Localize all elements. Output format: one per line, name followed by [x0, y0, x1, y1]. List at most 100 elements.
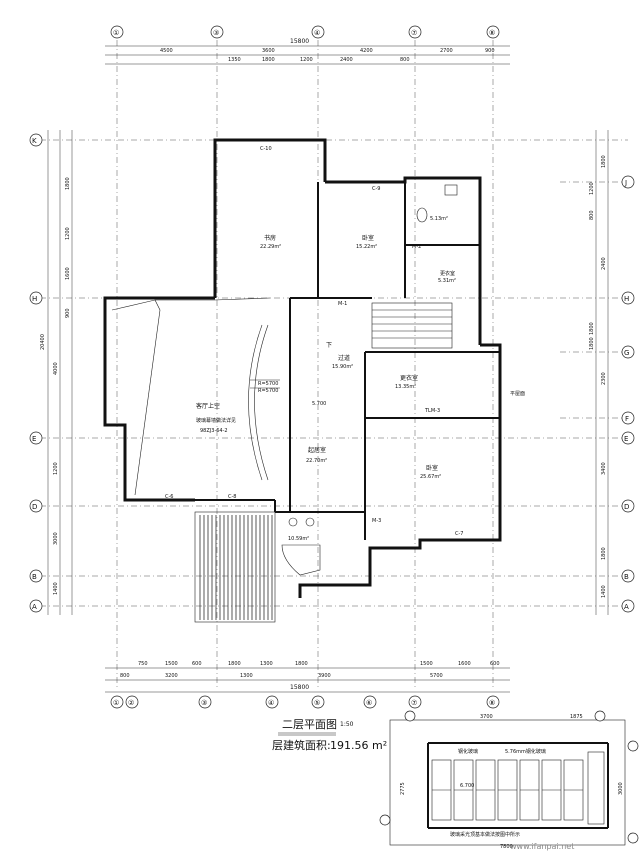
room-bedroom-1: 卧室 [362, 234, 374, 242]
svg-text:1800: 1800 [601, 155, 607, 168]
svg-text:⑥: ⑥ [366, 699, 372, 707]
dim-top2-5: 800 [400, 57, 410, 63]
svg-text:G: G [624, 349, 629, 357]
bathtub [281, 517, 321, 576]
svg-text:1400: 1400 [601, 585, 607, 598]
stair-up [371, 302, 453, 349]
svg-text:⑤: ⑤ [314, 699, 320, 707]
svg-text:5700: 5700 [430, 673, 443, 679]
svg-text:800: 800 [589, 210, 595, 220]
svg-text:1800: 1800 [295, 661, 308, 667]
svg-text:1300: 1300 [260, 661, 273, 667]
svg-text:B: B [32, 573, 37, 581]
svg-text:⑧: ⑧ [489, 29, 495, 37]
svg-text:C-6: C-6 [165, 494, 173, 500]
svg-text:1600: 1600 [65, 267, 71, 280]
svg-text:1300: 1300 [240, 673, 253, 679]
svg-text:钢化玻璃: 钢化玻璃 [458, 748, 478, 755]
room-labels: 书房 22.29m² 卧室 15.22m² 客厅上空 玻璃幕墙做法详见 98ZJ… [196, 216, 456, 542]
room-corridor: 过道 [338, 354, 350, 362]
svg-text:1500: 1500 [165, 661, 178, 667]
scale-text: 1:50 [340, 721, 354, 728]
svg-text:25.67m²: 25.67m² [420, 474, 441, 480]
dim-top2-2: 1800 [262, 57, 275, 63]
svg-text:3400: 3400 [601, 462, 607, 475]
svg-text:3000: 3000 [618, 782, 624, 795]
svg-text:5.700: 5.700 [312, 401, 326, 407]
svg-text:③: ③ [201, 699, 207, 707]
walls [103, 138, 502, 598]
svg-text:1800: 1800 [589, 322, 595, 335]
svg-text:R=5700: R=5700 [258, 388, 278, 394]
svg-text:1500: 1500 [420, 661, 433, 667]
svg-text:98ZJ3-64-2: 98ZJ3-64-2 [200, 428, 228, 434]
svg-text:900: 900 [65, 308, 71, 318]
svg-text:⑧: ⑧ [489, 699, 495, 707]
svg-text:2400: 2400 [601, 257, 607, 270]
room-study: 书房 [264, 234, 276, 242]
svg-text:E: E [32, 435, 36, 443]
dim-top2-1: 1350 [228, 57, 241, 63]
svg-text:R=5700: R=5700 [258, 381, 278, 387]
svg-text:2300: 2300 [601, 372, 607, 385]
svg-text:22.70m²: 22.70m² [306, 458, 327, 464]
dim-right: 1800 1200 800 2400 1800 1800 2300 3400 1… [589, 130, 609, 615]
svg-text:⑦: ⑦ [411, 699, 417, 707]
watermark: www.ifanpai.net [510, 842, 575, 851]
svg-text:E: E [624, 435, 628, 443]
svg-text:1200: 1200 [53, 462, 59, 475]
svg-text:C-8: C-8 [228, 494, 236, 500]
svg-text:1600: 1600 [458, 661, 471, 667]
svg-text:1875: 1875 [570, 714, 583, 720]
svg-text:750: 750 [138, 661, 148, 667]
svg-text:C-10: C-10 [260, 146, 272, 152]
room-living: 起居室 [308, 446, 326, 454]
svg-text:15.90m²: 15.90m² [332, 364, 353, 370]
room-closet-1: 更衣室 [400, 374, 418, 382]
svg-text:H: H [624, 295, 629, 303]
svg-text:3700: 3700 [480, 714, 493, 720]
svg-text:6.700: 6.700 [460, 783, 474, 789]
svg-text:D: D [32, 503, 37, 511]
svg-text:④: ④ [314, 29, 320, 37]
drawing-title: 二层平面图 1:50 层建筑面积: 191.56 m² [272, 718, 387, 752]
svg-text:15800: 15800 [290, 684, 309, 691]
dim-top-2: 3600 [262, 48, 275, 54]
title-text: 二层平面图 [282, 718, 337, 731]
svg-text:M-3: M-3 [372, 518, 381, 524]
axis-bubbles-left: K H E D B A [29, 133, 43, 613]
dim-top-1: 4500 [160, 48, 173, 54]
svg-text:C-7: C-7 [455, 531, 463, 537]
area-value: 191.56 m² [330, 739, 387, 752]
stair-external [194, 511, 276, 623]
room-bedroom-2: 卧室 [426, 464, 438, 472]
svg-text:玻璃采光顶基本做法按图中所示: 玻璃采光顶基本做法按图中所示 [450, 831, 520, 838]
dim-bottom: 750 1500 600 1800 1300 1800 1500 1600 60… [105, 661, 510, 693]
dim-left: 20400 1400 3000 1200 4000 900 1600 1200 … [40, 130, 73, 615]
svg-text:600: 600 [192, 661, 202, 667]
svg-text:平屋面: 平屋面 [510, 391, 525, 397]
svg-text:A: A [624, 603, 629, 611]
svg-text:③: ③ [213, 29, 219, 37]
dim-top2-3: 1200 [300, 57, 313, 63]
dim-top2-4: 2400 [340, 57, 353, 63]
svg-text:D: D [624, 503, 629, 511]
dim-top-5: 900 [485, 48, 495, 54]
svg-text:⑦: ⑦ [411, 29, 417, 37]
svg-text:15.22m²: 15.22m² [356, 244, 377, 250]
misc-labels: 下 5.700 C-10 C-9 C-6 C-8 C-7 M-1 M-2 M-3… [165, 146, 525, 537]
svg-text:H: H [32, 295, 37, 303]
svg-text:1800: 1800 [601, 547, 607, 560]
svg-text:5.31m²: 5.31m² [438, 278, 456, 284]
inset-skylight-plan: 3700 1875 钢化玻璃 5.76mm钢化玻璃 6.700 玻璃采光顶基本做… [379, 710, 639, 850]
room-wc: 5.13m² [430, 216, 448, 222]
svg-text:5.76mm钢化玻璃: 5.76mm钢化玻璃 [505, 748, 546, 755]
room-void: 客厅上空 [196, 402, 220, 410]
svg-text:22.29m²: 22.29m² [260, 244, 281, 250]
svg-text:3000: 3000 [53, 532, 59, 545]
room-closet-2: 更衣室 [440, 270, 455, 277]
grid-lines [40, 40, 628, 690]
svg-text:13.35m²: 13.35m² [395, 384, 416, 390]
svg-text:④: ④ [268, 699, 274, 707]
